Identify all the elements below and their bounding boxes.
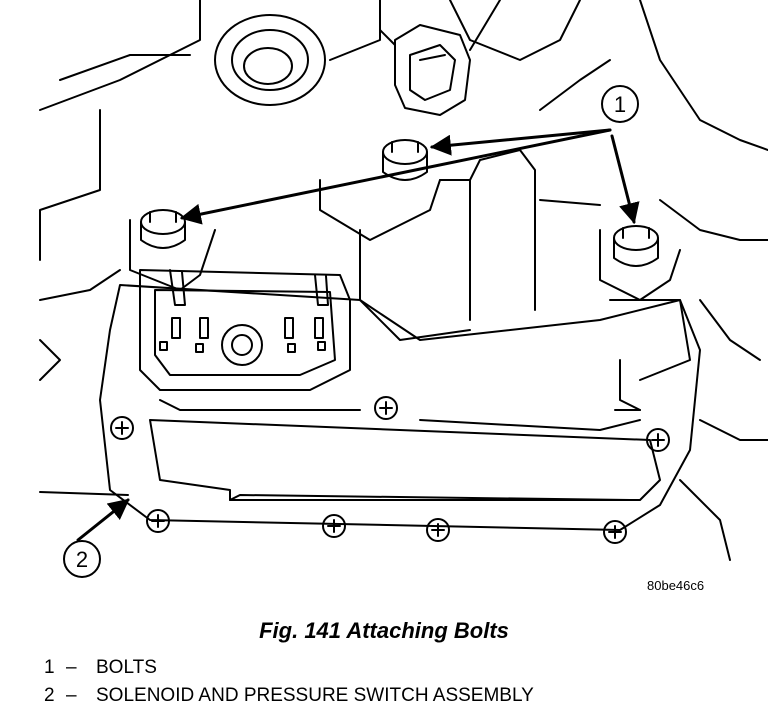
solenoid-cover: [99, 284, 701, 531]
callout-1-number: 1: [614, 92, 626, 117]
callout-1-leader: [179, 128, 612, 225]
cover-screw: [646, 428, 670, 452]
bolt-right: [613, 225, 659, 267]
bolt-center: [382, 139, 428, 181]
legend-number: 1: [44, 657, 55, 678]
image-code: 80be46c6: [647, 578, 705, 593]
figure-caption: Fig. 141 Attaching Bolts: [259, 618, 509, 643]
callout-2-leader: [39, 491, 129, 496]
technical-illustration: 1 2: [39, 0, 768, 578]
cover-screw: [374, 396, 398, 420]
electrical-connector: [139, 269, 351, 391]
legend-item: 1–BOLTS: [44, 654, 534, 682]
legend-number: 2: [44, 685, 55, 706]
callout-1-leader: [429, 128, 612, 156]
sensor-connector: [379, 0, 501, 116]
legend-text: BOLTS: [96, 657, 157, 678]
callout-1-leader: [610, 134, 640, 225]
filler-tube: [214, 14, 326, 106]
legend-item: 2–SOLENOID AND PRESSURE SWITCH ASSEMBLY: [44, 682, 534, 710]
legend: 1–BOLTS 2–SOLENOID AND PRESSURE SWITCH A…: [44, 654, 534, 710]
cover-screw: [146, 509, 170, 533]
bolt-left: [140, 209, 186, 249]
cover-screw: [110, 416, 134, 440]
callout-2-number: 2: [76, 547, 88, 572]
transmission-case-outline: [39, 0, 201, 111]
legend-text: SOLENOID AND PRESSURE SWITCH ASSEMBLY: [96, 685, 534, 706]
callout-2-leader: [76, 498, 130, 542]
cover-screw: [322, 514, 346, 538]
cover-screw: [426, 518, 450, 542]
legend-dash: –: [66, 685, 77, 706]
legend-dash: –: [66, 657, 77, 678]
cover-screw: [603, 520, 627, 544]
solenoid-assembly-drawing: 1 2: [39, 0, 768, 578]
callout-1: 1: [601, 85, 639, 123]
callout-2: 2: [63, 540, 101, 578]
